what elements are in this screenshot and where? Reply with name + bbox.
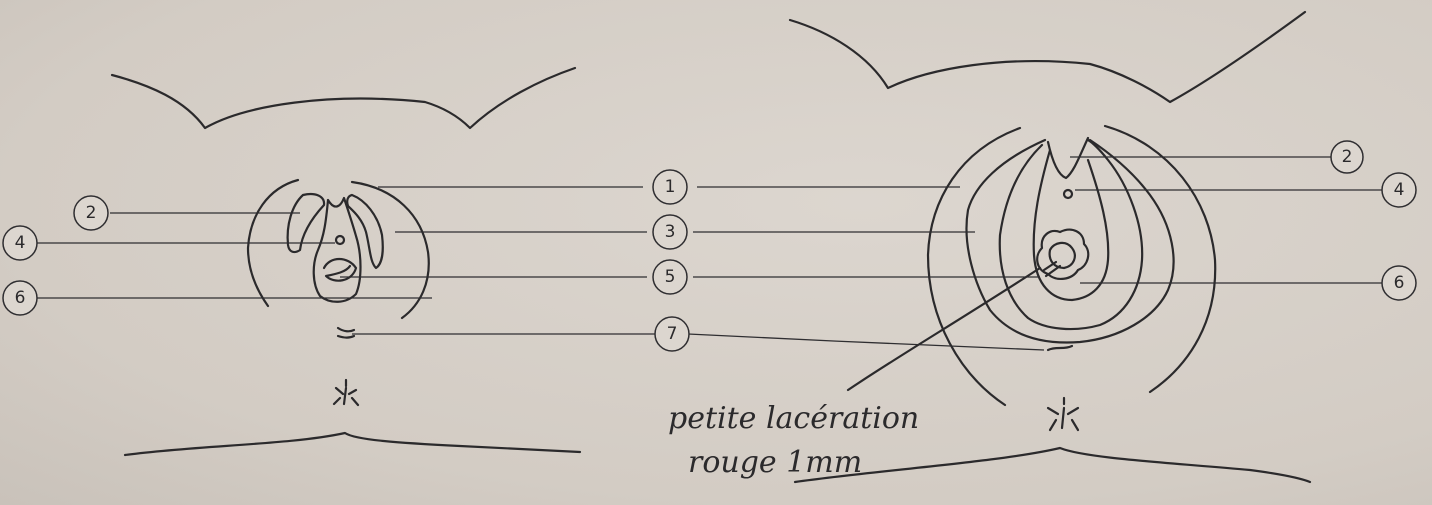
- badge-6-right-text: 6: [1394, 273, 1405, 293]
- right-mark-seven: [1046, 344, 1074, 352]
- badge-4-left-text: 4: [15, 233, 26, 253]
- badge-1-text: 1: [665, 177, 676, 197]
- annotation-line-1: petite lacération: [668, 401, 919, 436]
- left-outer-arc-left: [246, 178, 300, 308]
- left-outer-arc-right: [350, 180, 430, 320]
- badge-1: 1: [652, 169, 688, 205]
- right-lower-contour: [793, 446, 1312, 484]
- left-anus-mark: [332, 378, 360, 407]
- left-inner-fold-right: [346, 193, 384, 270]
- badge-6-left-text: 6: [15, 288, 26, 308]
- annotation-pointer: [846, 266, 1042, 392]
- leader-7-right: [687, 333, 1045, 351]
- right-labia-minora: [998, 138, 1144, 331]
- right-introitus: [1036, 228, 1090, 280]
- badge-2-right-text: 2: [1342, 147, 1353, 167]
- badge-7-text: 7: [667, 324, 678, 344]
- badge-4-right-text: 4: [1394, 180, 1405, 200]
- right-anus-mark: [1046, 396, 1080, 432]
- badge-2-right: 2: [1330, 140, 1364, 174]
- annotation-line-2: rouge 1mm: [688, 445, 862, 480]
- left-central-structure: [312, 196, 362, 303]
- right-upper-contour: [788, 10, 1307, 104]
- right-meatus: [1062, 188, 1074, 200]
- left-mark-seven: [336, 326, 356, 339]
- left-lower-contour: [123, 431, 582, 457]
- left-inner-crescent: [322, 257, 358, 282]
- badge-6-right: 6: [1381, 265, 1417, 301]
- badge-3-text: 3: [665, 222, 676, 242]
- right-labia-outline: [965, 138, 1175, 344]
- left-inner-fold-left: [286, 192, 326, 254]
- left-upper-contour: [110, 66, 577, 130]
- right-vestibule: [1032, 136, 1110, 302]
- badge-3: 3: [652, 214, 688, 250]
- badge-7: 7: [654, 316, 690, 352]
- right-laceration-mark: [1042, 260, 1062, 278]
- badge-4-left: 4: [2, 225, 38, 261]
- right-outer-arc-left: [926, 126, 1022, 407]
- left-figure: [110, 66, 582, 457]
- leader-lines: [36, 156, 1383, 351]
- badge-5: 5: [652, 259, 688, 295]
- left-meatus: [334, 234, 346, 246]
- right-introitus-inner: [1048, 241, 1076, 270]
- badge-2-left: 2: [73, 195, 109, 231]
- badge-5-text: 5: [665, 267, 676, 287]
- badge-2-left-text: 2: [86, 203, 97, 223]
- badge-4-right: 4: [1381, 172, 1417, 208]
- right-figure: [788, 10, 1312, 484]
- right-outer-arc-right: [1103, 124, 1217, 394]
- badge-6-left: 6: [2, 280, 38, 316]
